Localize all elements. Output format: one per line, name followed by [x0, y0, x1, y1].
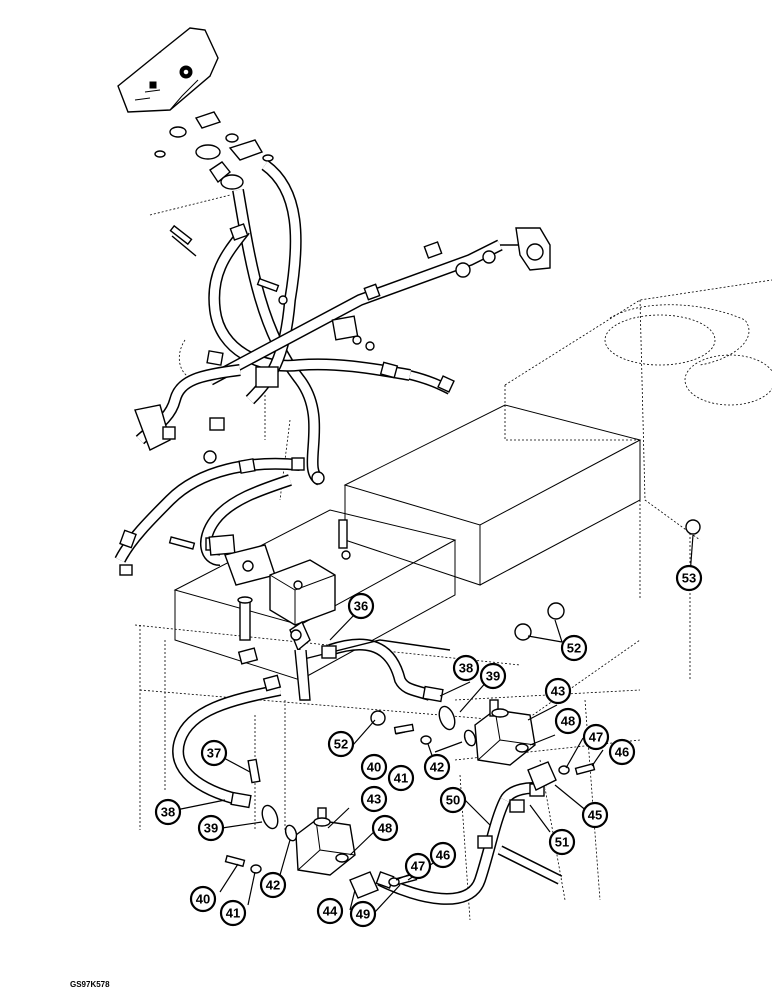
svg-text:41: 41 [394, 771, 408, 786]
svg-text:52: 52 [334, 737, 348, 752]
motor-right [474, 699, 536, 766]
callout-47: 47 [582, 723, 610, 751]
pump-fittings [149, 111, 274, 257]
callout-37: 37 [200, 739, 228, 767]
callout-41: 41 [387, 764, 415, 792]
callout-40: 40 [189, 885, 217, 913]
svg-text:38: 38 [459, 661, 473, 676]
callout-45: 45 [581, 801, 609, 829]
callout-49: 49 [349, 900, 377, 928]
callout-48: 48 [554, 707, 582, 735]
valve-block [224, 544, 336, 701]
svg-text:42: 42 [266, 878, 280, 893]
svg-text:52: 52 [567, 641, 581, 656]
figure-code: GS97K578 [70, 980, 110, 989]
callout-42: 42 [423, 753, 451, 781]
svg-text:46: 46 [615, 745, 629, 760]
callout-39: 39 [197, 814, 225, 842]
callout-43: 43 [544, 677, 572, 705]
leader-lines [175, 534, 694, 913]
svg-text:44: 44 [323, 904, 338, 919]
callout-44: 44 [316, 897, 344, 925]
svg-text:48: 48 [561, 714, 575, 729]
callout-39: 39 [479, 662, 507, 690]
callout-42: 42 [259, 871, 287, 899]
machine-body-outline [134, 279, 772, 921]
callout-46: 46 [429, 841, 457, 869]
callout-43: 43 [360, 785, 388, 813]
svg-text:50: 50 [446, 793, 460, 808]
svg-text:43: 43 [367, 792, 381, 807]
callout-50: 50 [439, 786, 467, 814]
flange-parts [224, 705, 596, 899]
svg-text:40: 40 [196, 892, 210, 907]
svg-text:46: 46 [436, 848, 450, 863]
svg-text:37: 37 [207, 746, 221, 761]
svg-text:36: 36 [354, 599, 368, 614]
svg-text:47: 47 [589, 730, 603, 745]
callout-38: 38 [154, 798, 182, 826]
callout-38: 38 [452, 654, 480, 682]
callout-52: 52 [560, 634, 588, 662]
callout-46: 46 [608, 738, 636, 766]
svg-text:53: 53 [682, 571, 696, 586]
svg-text:42: 42 [430, 760, 444, 775]
svg-text:39: 39 [204, 821, 218, 836]
svg-text:39: 39 [486, 669, 500, 684]
svg-text:41: 41 [226, 906, 240, 921]
callout-47: 47 [404, 852, 432, 880]
hose-end-fittings [119, 223, 701, 889]
svg-text:40: 40 [367, 760, 381, 775]
svg-text:45: 45 [588, 808, 602, 823]
svg-text:38: 38 [161, 805, 175, 820]
callout-52: 52 [327, 730, 355, 758]
callout-36: 36 [347, 592, 375, 620]
svg-text:47: 47 [411, 859, 425, 874]
svg-text:43: 43 [551, 684, 565, 699]
svg-text:48: 48 [378, 821, 392, 836]
svg-text:51: 51 [555, 835, 569, 850]
svg-text:49: 49 [356, 907, 370, 922]
callout-51: 51 [548, 828, 576, 856]
callouts: 36 37 38 38 39 39 40 40 41 41 42 42 43 4… [154, 564, 703, 928]
callout-53: 53 [675, 564, 703, 592]
callout-48: 48 [371, 814, 399, 842]
callout-40: 40 [360, 753, 388, 781]
pump-body [117, 27, 219, 113]
motor-left [295, 807, 356, 876]
callout-41: 41 [219, 899, 247, 927]
